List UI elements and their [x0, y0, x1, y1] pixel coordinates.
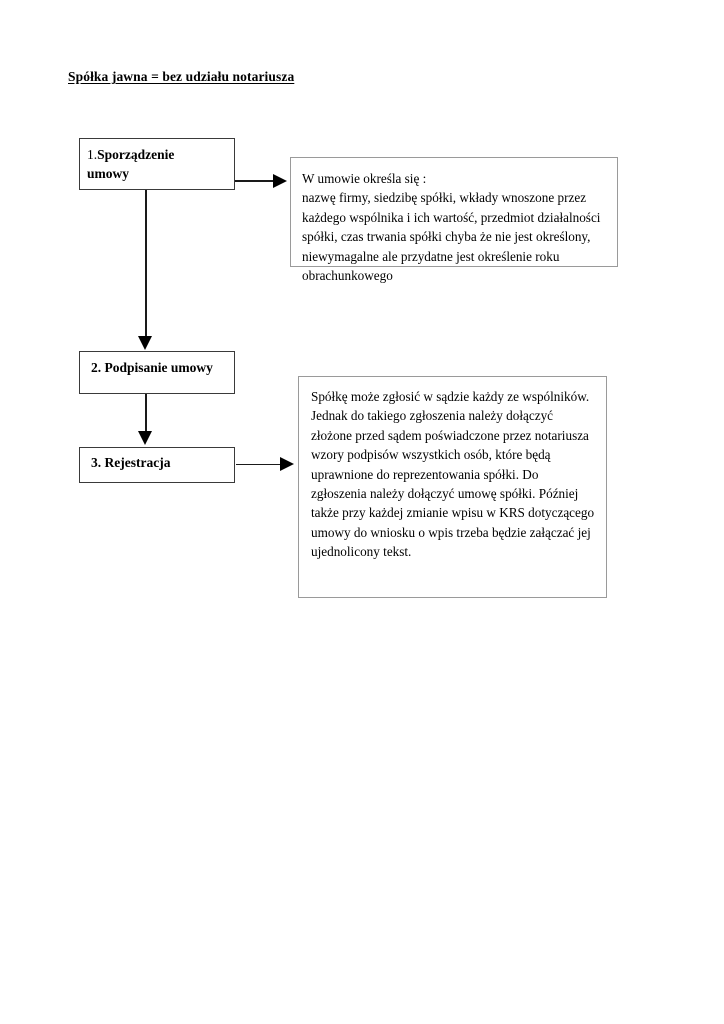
arrow-head-right-icon — [280, 457, 294, 471]
step-1-label: Sporządzenie — [97, 147, 175, 162]
arrow-shaft — [145, 394, 147, 433]
arrow-shaft — [236, 463, 282, 466]
description-box-registration-details: Spółkę może zgłosić w sądzie każdy ze ws… — [298, 376, 607, 598]
arrow-shaft — [145, 190, 147, 338]
step-2-label: Podpisanie umowy — [101, 360, 213, 375]
arrow-shaft — [235, 180, 276, 182]
flowchart-step-1: 1.Sporządzenie umowy — [79, 138, 235, 190]
step-3-label: Rejestracja — [101, 455, 171, 470]
flowchart-step-3: 3. Rejestracja — [79, 447, 235, 483]
arrow-head-down-icon — [138, 431, 153, 445]
step-3-line-1: 3. Rejestracja — [87, 453, 234, 472]
flowchart-step-2: 2. Podpisanie umowy — [79, 351, 235, 394]
step-2-line-1: 2. Podpisanie umowy — [87, 358, 234, 377]
description-box-contract-contents: W umowie określa się : nazwę firmy, sied… — [290, 157, 618, 283]
step-3-number: 3. — [91, 455, 102, 470]
step-1-number: 1. — [87, 147, 98, 162]
page-title: Spółka jawna = bez udziału notariusza — [68, 69, 295, 84]
step-2-number: 2. — [91, 360, 102, 375]
arrow-head-right-icon — [273, 173, 287, 188]
step-1-line-1: 1.Sporządzenie — [87, 145, 234, 164]
arrow-head-down-icon — [138, 336, 153, 350]
step-1-line-2: umowy — [87, 166, 130, 181]
